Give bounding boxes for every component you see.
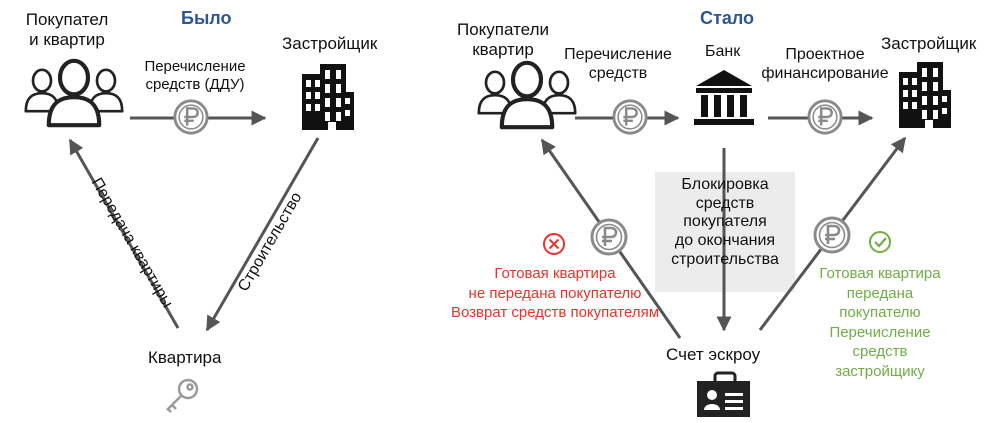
before-title: Было bbox=[181, 8, 232, 28]
after-developer-label: Застройщик bbox=[881, 34, 977, 53]
key-icon bbox=[166, 378, 199, 413]
after-fail-label: Готовая квартира не передана покупателю … bbox=[450, 265, 660, 321]
bank-icon bbox=[694, 70, 754, 125]
after-title: Стало bbox=[700, 8, 755, 28]
after-bank-label: Банк bbox=[705, 43, 741, 60]
after-blocking-label: Блокировка средств покупателя до окончан… bbox=[671, 176, 779, 268]
before-developer-label: Застройщик bbox=[282, 34, 378, 53]
escrow-badge-icon bbox=[697, 371, 750, 417]
developer-building-icon bbox=[302, 64, 354, 130]
cross-circle-icon bbox=[543, 233, 565, 255]
after-success-label: Готовая квартира передана покупателю Пер… bbox=[819, 265, 941, 380]
before-buyers-label: Покупател и квартир bbox=[25, 10, 109, 50]
after-project-finance-label: Проектное финансирование bbox=[761, 46, 889, 82]
after-escrow-label: Счет эскроу bbox=[666, 345, 761, 364]
after-buyers-label: Покупатели квартир bbox=[457, 20, 549, 60]
before-apartment-label: Квартира bbox=[148, 348, 222, 367]
coin-ruble-icon bbox=[590, 218, 628, 256]
handover-arrow bbox=[68, 138, 180, 329]
after-transfer-label: Перечисление средств bbox=[564, 46, 672, 82]
coin-ruble-icon bbox=[807, 99, 843, 135]
buyers-people-icon bbox=[26, 61, 122, 125]
check-circle-icon bbox=[869, 231, 891, 253]
developer-building-icon bbox=[899, 62, 951, 128]
coin-ruble-icon bbox=[173, 99, 209, 135]
construction-arrow bbox=[205, 137, 320, 332]
before-transfer-label: Перечисление средств (ДДУ) bbox=[144, 58, 246, 93]
coin-ruble-icon bbox=[813, 216, 851, 254]
coin-ruble-icon bbox=[612, 99, 648, 135]
